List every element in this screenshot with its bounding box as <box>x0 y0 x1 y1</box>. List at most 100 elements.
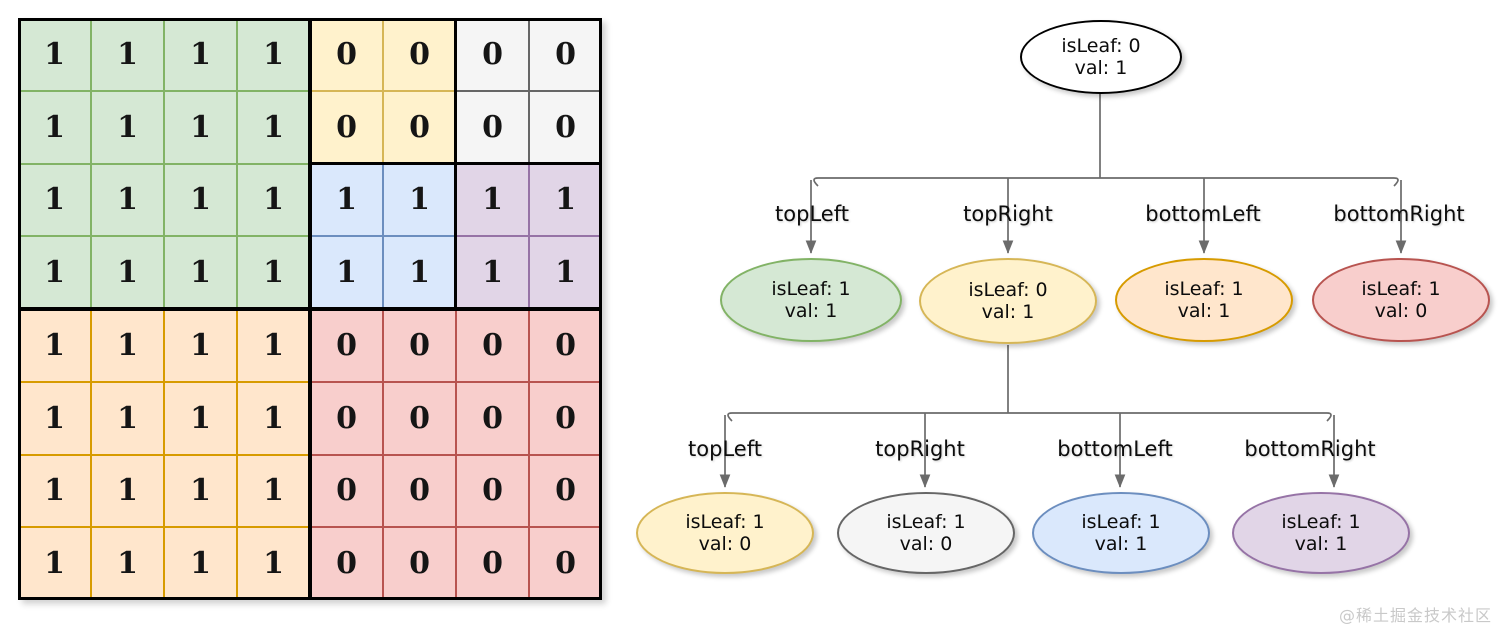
node-isleaf: isLeaf: 1 <box>1281 510 1361 533</box>
matrix-cell: 0 <box>310 381 383 455</box>
matrix-cell: 1 <box>91 527 164 600</box>
matrix-cell: 0 <box>529 90 602 164</box>
matrix-cell: 0 <box>456 381 529 455</box>
node-val: val: 0 <box>899 533 953 555</box>
tree-node-l3-bottomright[interactable]: isLeaf: 1 val: 1 <box>1232 492 1410 574</box>
matrix-cell: 1 <box>164 454 237 528</box>
matrix-cell: 0 <box>456 454 529 528</box>
matrix-cell: 0 <box>310 18 383 91</box>
matrix-cell: 0 <box>529 454 602 528</box>
matrix-cell: 0 <box>383 454 456 528</box>
node-val: val: 1 <box>784 300 838 322</box>
node-isleaf: isLeaf: 1 <box>1164 277 1244 300</box>
tree-node-l2-topleft[interactable]: isLeaf: 1 val: 1 <box>720 258 902 342</box>
matrix-cell: 0 <box>383 18 456 91</box>
matrix-cell: 1 <box>164 236 237 309</box>
node-isleaf: isLeaf: 1 <box>1361 277 1441 300</box>
tree-node-l2-bottomright[interactable]: isLeaf: 1 val: 0 <box>1312 258 1490 342</box>
matrix-cell: 1 <box>91 309 164 382</box>
matrix-cell: 1 <box>164 527 237 600</box>
matrix-cell: 0 <box>310 90 383 164</box>
matrix-cell: 0 <box>310 527 383 600</box>
matrix-cell: 1 <box>310 236 383 309</box>
matrix-cell: 1 <box>237 18 310 91</box>
edge-label-bottomright-l3: bottomRight <box>1244 437 1376 461</box>
node-isleaf: isLeaf: 1 <box>1081 510 1161 533</box>
matrix-cell: 1 <box>237 309 310 382</box>
matrix-cell: 0 <box>456 18 529 91</box>
edge-label-bottomleft-l3: bottomLeft <box>1057 437 1173 461</box>
matrix-cell: 1 <box>164 163 237 237</box>
matrix-cell: 0 <box>310 309 383 382</box>
matrix-cell: 1 <box>237 236 310 309</box>
watermark: @稀土掘金技术社区 <box>1338 606 1492 625</box>
node-val: val: 1 <box>1294 533 1348 555</box>
edge-label-bottomleft-l2: bottomLeft <box>1145 202 1261 226</box>
matrix-cell: 1 <box>18 18 91 91</box>
matrix-cell: 0 <box>456 309 529 382</box>
node-isleaf: isLeaf: 1 <box>685 510 765 533</box>
matrix-cell: 1 <box>91 163 164 237</box>
node-val: val: 1 <box>1074 57 1128 79</box>
edge-label-topleft-l2: topLeft <box>775 202 849 226</box>
tree-node-l2-topright[interactable]: isLeaf: 0 val: 1 <box>919 258 1097 344</box>
matrix-cell: 1 <box>237 163 310 237</box>
tree-node-l3-bottomleft[interactable]: isLeaf: 1 val: 1 <box>1032 492 1210 574</box>
edge-level2-bus <box>813 177 1399 187</box>
matrix-cell: 1 <box>383 236 456 309</box>
tree-panel: isLeaf: 0 val: 1 topLeft topRight bottom… <box>612 0 1512 638</box>
edge-label-bottomright-l2: bottomRight <box>1333 202 1465 226</box>
matrix-cell: 1 <box>237 527 310 600</box>
matrix-cell: 1 <box>164 90 237 164</box>
matrix-cell: 1 <box>91 90 164 164</box>
edge-level3-bus <box>727 412 1332 422</box>
matrix-cell: 1 <box>18 527 91 600</box>
node-val: val: 1 <box>981 301 1035 323</box>
matrix-cell: 1 <box>237 90 310 164</box>
node-val: val: 1 <box>1094 533 1148 555</box>
node-val: val: 0 <box>698 533 752 555</box>
matrix-cell: 1 <box>164 309 237 382</box>
tree-node-l3-topleft[interactable]: isLeaf: 1 val: 0 <box>636 492 814 574</box>
matrix-cell: 1 <box>529 163 602 237</box>
matrix-cell: 1 <box>18 381 91 455</box>
matrix-cell: 0 <box>383 309 456 382</box>
matrix-cell: 1 <box>91 236 164 309</box>
node-isleaf: isLeaf: 1 <box>886 510 966 533</box>
matrix-cell: 0 <box>310 454 383 528</box>
matrix-cell: 1 <box>18 454 91 528</box>
matrix-cell: 1 <box>383 163 456 237</box>
matrix-cell: 0 <box>529 309 602 382</box>
edge-label-topleft-l3: topLeft <box>688 437 762 461</box>
matrix-cell: 1 <box>18 309 91 382</box>
tree-edges <box>719 93 1407 488</box>
matrix-cell: 0 <box>383 90 456 164</box>
node-val: val: 1 <box>1177 300 1231 322</box>
matrix-cell: 1 <box>456 236 529 309</box>
matrix-cell: 1 <box>529 236 602 309</box>
matrix-cell: 1 <box>164 18 237 91</box>
matrix-cell: 1 <box>237 381 310 455</box>
node-val: val: 0 <box>1374 300 1428 322</box>
matrix-cell: 0 <box>529 381 602 455</box>
matrix-cell: 0 <box>456 90 529 164</box>
matrix-cell: 0 <box>383 381 456 455</box>
tree-node-l3-topright[interactable]: isLeaf: 1 val: 0 <box>837 492 1015 574</box>
tree-node-l2-bottomleft[interactable]: isLeaf: 1 val: 1 <box>1115 258 1293 342</box>
matrix-cell: 1 <box>91 381 164 455</box>
matrix-cell: 1 <box>18 163 91 237</box>
matrix-cell: 0 <box>529 527 602 600</box>
edge-label-topright-l3: topRight <box>875 437 965 461</box>
matrix-cell: 1 <box>91 18 164 91</box>
node-isleaf: isLeaf: 1 <box>771 277 851 300</box>
matrix-cell: 1 <box>310 163 383 237</box>
matrix-cell: 1 <box>164 381 237 455</box>
matrix-cell: 1 <box>91 454 164 528</box>
matrix-cell: 1 <box>18 236 91 309</box>
node-isleaf: isLeaf: 0 <box>1061 34 1141 57</box>
matrix-cell: 1 <box>456 163 529 237</box>
matrix-cell: 1 <box>237 454 310 528</box>
tree-node-root[interactable]: isLeaf: 0 val: 1 <box>1020 20 1182 94</box>
